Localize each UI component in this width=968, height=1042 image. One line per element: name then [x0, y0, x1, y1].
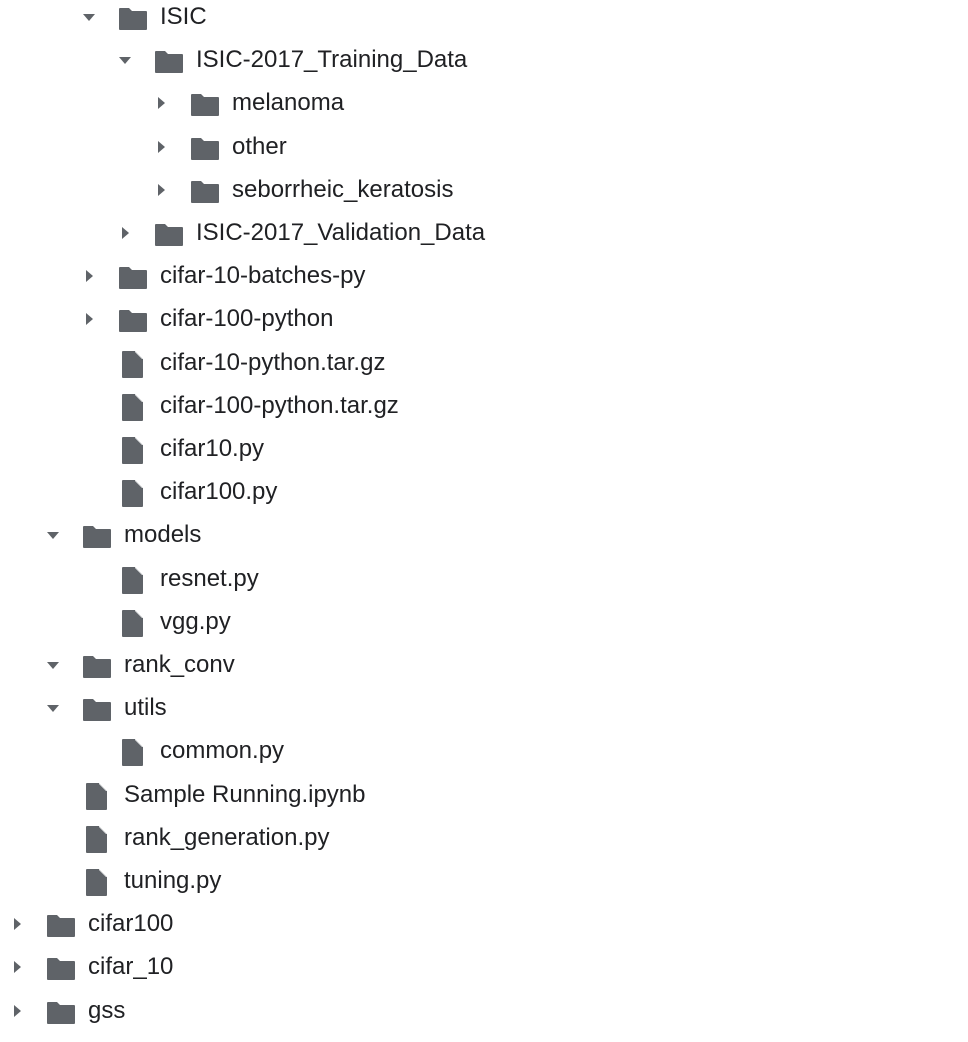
file-name: Sample Running.ipynb [124, 780, 366, 808]
file-row[interactable]: cifar100.py [0, 472, 968, 512]
folder-row[interactable]: melanoma [0, 83, 968, 123]
folder-row[interactable]: cifar_10 [0, 947, 968, 987]
file-icon [117, 737, 149, 767]
folder-icon [45, 997, 77, 1027]
file-row[interactable]: resnet.py [0, 559, 968, 599]
folder-row[interactable]: cifar100 [0, 904, 968, 944]
folder-row[interactable]: cifar-100-python [0, 299, 968, 339]
expand-caret-down-icon[interactable] [43, 655, 63, 675]
file-name: resnet.py [160, 564, 259, 592]
folder-name: cifar100 [88, 910, 174, 938]
folder-name: gss [88, 996, 126, 1024]
expand-caret-right-icon[interactable] [151, 137, 171, 157]
folder-icon [81, 521, 113, 551]
file-name: cifar100.py [160, 478, 278, 506]
file-icon [117, 608, 149, 638]
file-icon [117, 478, 149, 508]
folder-icon [189, 89, 221, 119]
folder-icon [117, 3, 149, 33]
file-row[interactable]: rank_generation.py [0, 818, 968, 858]
folder-icon [81, 651, 113, 681]
expand-caret-right-icon[interactable] [7, 1001, 27, 1021]
file-icon [81, 781, 113, 811]
expand-caret-right-icon[interactable] [151, 180, 171, 200]
folder-name: ISIC-2017_Validation_Data [196, 219, 486, 246]
expand-caret-right-icon[interactable] [115, 223, 135, 243]
file-icon [117, 349, 149, 379]
expand-caret-right-icon[interactable] [79, 266, 99, 286]
file-name: cifar-10-python.tar.gz [160, 348, 386, 376]
file-row[interactable]: cifar-10-python.tar.gz [0, 343, 968, 383]
folder-name: rank_conv [124, 651, 235, 678]
folder-name: other [232, 132, 287, 160]
folder-icon [153, 46, 185, 76]
folder-row[interactable]: ISIC-2017_Training_Data [0, 40, 968, 80]
folder-icon [189, 176, 221, 206]
folder-name: seborrheic_keratosis [232, 175, 454, 203]
folder-row[interactable]: cifar-10-batches-py [0, 256, 968, 296]
folder-icon [153, 219, 185, 249]
expand-caret-down-icon[interactable] [43, 525, 63, 545]
folder-name: cifar-100-python [160, 305, 334, 333]
folder-icon [117, 305, 149, 335]
folder-name: ISIC [160, 3, 207, 30]
folder-icon [117, 262, 149, 292]
file-row[interactable]: tuning.py [0, 861, 968, 901]
file-name: rank_generation.py [124, 823, 330, 851]
folder-name: melanoma [232, 89, 345, 117]
folder-name: cifar-10-batches-py [160, 262, 366, 290]
folder-row[interactable]: ISIC-2017_Validation_Data [0, 213, 968, 253]
folder-name: utils [124, 694, 167, 722]
folder-row[interactable]: gss [0, 991, 968, 1031]
expand-caret-right-icon[interactable] [7, 914, 27, 934]
folder-icon [45, 953, 77, 983]
folder-row[interactable]: models [0, 515, 968, 555]
file-icon [117, 392, 149, 422]
file-name: tuning.py [124, 867, 222, 894]
file-row[interactable]: Sample Running.ipynb [0, 775, 968, 815]
folder-row[interactable]: rank_conv [0, 645, 968, 685]
expand-caret-down-icon[interactable] [43, 698, 63, 718]
file-name: vgg.py [160, 607, 231, 635]
expand-caret-down-icon[interactable] [79, 7, 99, 27]
expand-caret-down-icon[interactable] [115, 50, 135, 70]
file-row[interactable]: cifar10.py [0, 429, 968, 469]
folder-name: models [124, 521, 202, 549]
expand-caret-right-icon[interactable] [7, 957, 27, 977]
file-row[interactable]: cifar-100-python.tar.gz [0, 386, 968, 426]
file-name: common.py [160, 737, 285, 765]
folder-icon [45, 910, 77, 940]
file-icon [81, 824, 113, 854]
folder-name: cifar_10 [88, 953, 174, 981]
folder-row[interactable]: seborrheic_keratosis [0, 170, 968, 210]
folder-row[interactable]: ISIC [0, 0, 968, 37]
file-name: cifar10.py [160, 435, 265, 462]
file-row[interactable]: common.py [0, 731, 968, 771]
folder-row[interactable]: other [0, 127, 968, 167]
folder-name: ISIC-2017_Training_Data [196, 46, 468, 74]
file-name: cifar-100-python.tar.gz [160, 391, 399, 419]
file-icon [81, 867, 113, 897]
folder-icon [81, 694, 113, 724]
folder-icon [189, 133, 221, 163]
expand-caret-right-icon[interactable] [151, 93, 171, 113]
expand-caret-right-icon[interactable] [79, 309, 99, 329]
file-icon [117, 435, 149, 465]
folder-row[interactable]: utils [0, 688, 968, 728]
file-row[interactable]: vgg.py [0, 602, 968, 642]
file-icon [117, 565, 149, 595]
